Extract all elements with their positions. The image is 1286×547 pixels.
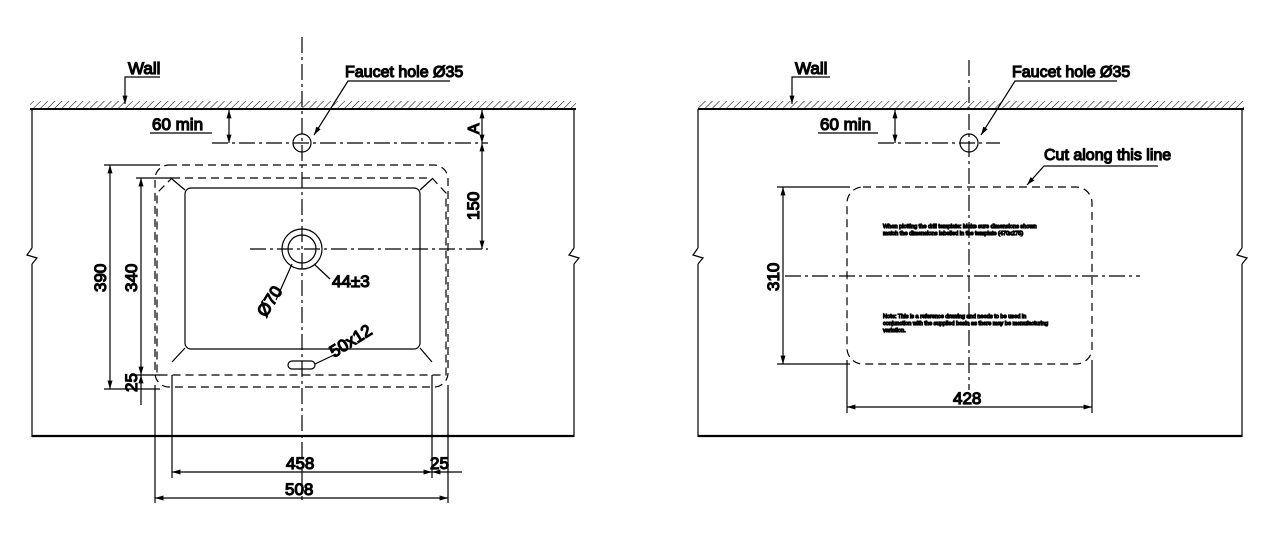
left-340-label: 340	[122, 264, 141, 292]
left-508-label: 508	[285, 480, 313, 499]
right-cut-leader	[1026, 165, 1158, 186]
left-25-label: 25	[122, 373, 141, 392]
right-note-reference-1: Note: This is a reference drawing and ne…	[883, 314, 1026, 320]
left-faucet-hole	[292, 133, 312, 153]
left-basin-outline-dashed	[154, 164, 449, 388]
left-bowl-corner-br	[419, 347, 433, 363]
right-drawing: Wall Faucet hole Ø35 60 min Cut along th…	[692, 58, 1249, 438]
right-wall-hatch	[698, 101, 1244, 109]
left-458-label: 458	[286, 454, 314, 473]
right-cut-label: Cut along this line	[1044, 147, 1171, 164]
left-drain44-leader	[313, 263, 331, 280]
left-drawing: Wall Faucet hole Ø35 60 min A 150 390 34…	[26, 37, 581, 503]
left-break-mark	[26, 247, 39, 265]
right-break-mark	[692, 247, 705, 265]
left-drain-inner	[287, 234, 317, 264]
left-overflow-slot	[287, 360, 316, 370]
left-basin-rim-dashed	[156, 177, 447, 376]
left-drain70-leader	[275, 263, 293, 301]
left-150-label: 150	[464, 192, 483, 220]
left-slot-label: 50x12	[326, 321, 375, 362]
right-note-reference-3: variation.	[883, 328, 906, 334]
right-wall-leader	[789, 76, 830, 104]
right-428-label: 428	[953, 389, 981, 408]
right-break-mark-right	[1236, 247, 1249, 265]
right-faucet-label: Faucet hole Ø35	[1012, 64, 1130, 81]
left-25b-label: 25	[430, 454, 449, 473]
left-bowl-corner-bl	[171, 347, 186, 363]
left-faucet-leader	[313, 80, 450, 136]
left-drain44-label: 44±3	[332, 272, 370, 291]
left-bowl-corner-tr	[419, 178, 433, 191]
left-bowl-corner-tl	[171, 178, 186, 191]
left-wall-leader	[122, 76, 160, 104]
right-310-label: 310	[764, 263, 783, 291]
right-wall-label: Wall	[795, 59, 827, 78]
left-slot-leader	[314, 353, 337, 365]
right-faucet-hole	[959, 133, 979, 153]
right-cut-template	[846, 186, 1093, 365]
left-60min-label: 60 min	[152, 115, 203, 134]
left-a-label: A	[466, 123, 483, 134]
right-note-plotting-2: match the dimensions labelled in the tem…	[883, 231, 1023, 237]
right-60min-label: 60 min	[820, 115, 871, 134]
left-basin-bowl	[184, 187, 421, 350]
right-note-reference-2: conjunction with the supplied basin as t…	[883, 321, 1048, 327]
left-break-mark-right	[568, 247, 581, 265]
left-390-label: 390	[91, 264, 110, 292]
right-faucet-leader	[980, 80, 1117, 136]
left-drain-outer	[281, 228, 323, 270]
right-note-plotting-1: When plotting the drill template: Make s…	[883, 224, 1037, 230]
left-wall-hatch	[30, 101, 576, 109]
left-wall-label: Wall	[128, 59, 160, 78]
left-faucet-label: Faucet hole Ø35	[345, 64, 463, 81]
